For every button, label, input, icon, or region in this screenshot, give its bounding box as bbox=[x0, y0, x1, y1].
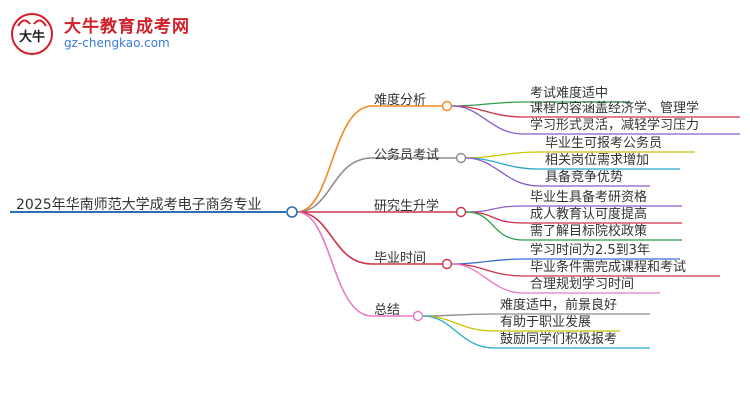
leaf-connector bbox=[465, 211, 525, 241]
logo-name: 大牛教育成考网 bbox=[64, 17, 190, 37]
branch-node bbox=[455, 152, 467, 164]
leaf-topic: 相关岗位需求增加 bbox=[545, 153, 650, 168]
branch-topic: 公务员考试 bbox=[374, 148, 440, 163]
leaf-topic: 学习形式灵活，减轻学习压力 bbox=[530, 118, 700, 133]
leaf-topic: 具备竞争优势 bbox=[545, 170, 624, 185]
leaf-topic: 毕业条件需完成课程和考试 bbox=[530, 260, 687, 275]
leaf-topic: 合理规划学习时间 bbox=[530, 277, 635, 292]
leaf-connector bbox=[422, 315, 495, 349]
leaf-topic: 成人教育认可度提高 bbox=[530, 207, 648, 222]
leaf-topic: 学习时间为2.5到3年 bbox=[530, 243, 650, 258]
leaf-topic: 鼓励同学们积极报考 bbox=[500, 332, 618, 347]
branch-topic: 毕业时间 bbox=[374, 251, 427, 266]
leaf-connector bbox=[465, 205, 525, 213]
site-logo[interactable]: 大牛 大牛教育成考网 gz-chengkao.com bbox=[10, 8, 210, 58]
leaf-connector bbox=[465, 151, 540, 159]
branch-connector bbox=[296, 211, 373, 265]
leaf-topic: 考试难度适中 bbox=[530, 86, 609, 101]
leaf-topic: 毕业生可报考公务员 bbox=[545, 136, 663, 151]
branch-topic: 难度分析 bbox=[374, 93, 427, 108]
branch-node bbox=[412, 310, 424, 322]
leaf-connector bbox=[465, 211, 525, 224]
leaf-connector bbox=[451, 101, 525, 107]
leaf-topic: 需了解目标院校政策 bbox=[530, 224, 648, 239]
leaf-connector bbox=[451, 258, 525, 265]
root-node bbox=[286, 206, 298, 218]
branch-topic: 总结 bbox=[374, 303, 401, 318]
branch-connector bbox=[296, 105, 373, 213]
branch-topic: 研究生升学 bbox=[374, 199, 440, 214]
root-topic: 2025年华南师范大学成考电子商务专业 bbox=[16, 197, 262, 213]
leaf-connector bbox=[451, 263, 525, 294]
leaf-connector bbox=[422, 313, 495, 317]
bull-logo-icon: 大牛 bbox=[11, 13, 53, 55]
logo-mark-text: 大牛 bbox=[19, 29, 45, 45]
branch-node bbox=[441, 100, 453, 112]
logo-url: gz-chengkao.com bbox=[64, 36, 170, 50]
leaf-topic: 难度适中，前景良好 bbox=[500, 298, 618, 313]
branch-node bbox=[441, 258, 453, 270]
branch-node bbox=[455, 206, 467, 218]
branch-connector bbox=[296, 157, 373, 213]
leaf-connector bbox=[422, 315, 495, 332]
branch-connector bbox=[296, 211, 373, 317]
leaf-topic: 有助于职业发展 bbox=[500, 315, 592, 330]
leaf-topic: 课程内容涵盖经济学、管理学 bbox=[530, 101, 700, 116]
leaf-connector bbox=[451, 105, 525, 135]
leaf-connector bbox=[465, 157, 540, 187]
leaf-topic: 毕业生具备考研资格 bbox=[530, 190, 648, 205]
